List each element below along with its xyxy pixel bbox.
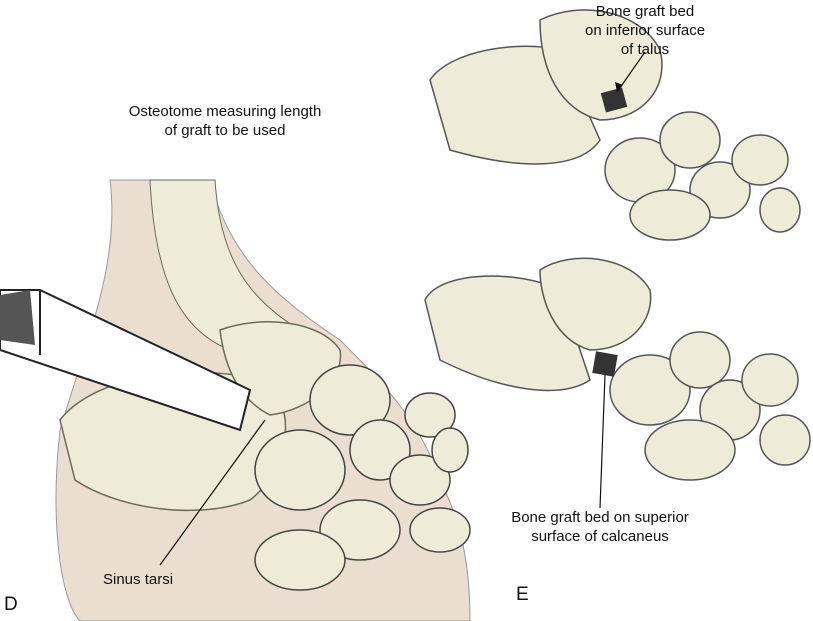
panel-label-e: E bbox=[516, 584, 529, 605]
calcaneus-graft-pointer bbox=[599, 374, 606, 509]
midfoot-bones-d bbox=[254, 364, 471, 591]
label-line: on inferior surface bbox=[585, 22, 706, 39]
label-line: of talus bbox=[620, 41, 670, 58]
calcaneus-graft-label: Bone graft bed on superior surface of ca… bbox=[495, 508, 705, 546]
label-line: Osteotome measuring length bbox=[128, 103, 322, 120]
talus-graft-bed bbox=[600, 87, 628, 113]
osteotome-label: Osteotome measuring length of graft to b… bbox=[110, 102, 340, 140]
osteotome bbox=[0, 289, 252, 432]
sinus-tarsi-label: Sinus tarsi bbox=[103, 571, 174, 588]
label-line: surface of calcaneus bbox=[531, 528, 669, 545]
calcaneus-graft-bed bbox=[592, 351, 618, 377]
label-line: Bone graft bed on superior bbox=[511, 509, 689, 526]
foot-top bbox=[429, 9, 801, 241]
sinus-tarsi-pointer bbox=[159, 419, 266, 566]
panel-label-d: D bbox=[4, 594, 18, 615]
label-line: of graft to be used bbox=[164, 122, 286, 139]
label-line: Bone graft bed bbox=[595, 3, 695, 20]
talus-graft-label: Bone graft bed on inferior surface of ta… bbox=[585, 2, 705, 59]
foot-bottom bbox=[424, 257, 811, 481]
